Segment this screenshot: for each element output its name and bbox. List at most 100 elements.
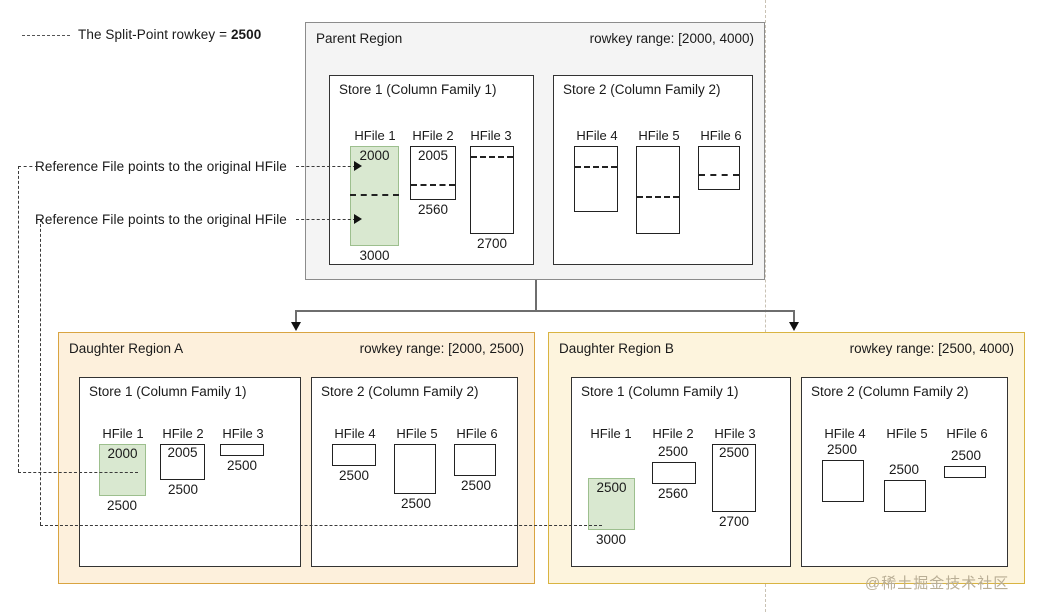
daughter-b-range: rowkey range: [2500, 4000) bbox=[849, 341, 1014, 356]
hfile-split-marker bbox=[575, 166, 617, 168]
reference-arrow-2-icon bbox=[354, 214, 362, 224]
parent-store-2[interactable]: Store 2 (Column Family 2) HFile 4 HFile … bbox=[553, 75, 753, 265]
hfile-bottom-value: 2500 bbox=[226, 458, 258, 473]
hfile-box[interactable] bbox=[470, 146, 514, 234]
parent-region-title: Parent Region bbox=[316, 31, 403, 46]
hfile-top-value: 2000 bbox=[359, 148, 390, 163]
hfile-label: HFile 2 bbox=[652, 426, 694, 441]
arrow-to-daughter-b-icon bbox=[788, 322, 799, 331]
hfile-box[interactable] bbox=[822, 460, 864, 502]
daughter-a-store-1-title: Store 1 (Column Family 1) bbox=[89, 384, 247, 399]
hfile-box[interactable] bbox=[394, 444, 436, 494]
hfile-bottom-value: 2500 bbox=[400, 496, 432, 511]
hfile-label: HFile 1 bbox=[590, 426, 632, 441]
reference-dash-1-to-parent bbox=[296, 166, 356, 167]
hfile-bottom-value: 3000 bbox=[359, 248, 390, 263]
hfile-top-value: 2500 bbox=[950, 448, 982, 463]
daughter-a-store-2[interactable]: Store 2 (Column Family 2) HFile 4 2500 H… bbox=[311, 377, 518, 567]
hfile-box[interactable] bbox=[698, 146, 740, 190]
split-connector-bar bbox=[295, 310, 795, 312]
hfile-box-reference[interactable] bbox=[350, 146, 399, 246]
parent-store-1-title: Store 1 (Column Family 1) bbox=[339, 82, 497, 97]
hfile-bottom-value: 2700 bbox=[476, 236, 508, 251]
reference-dash-1-vertical bbox=[18, 166, 19, 472]
split-connector-stem bbox=[535, 280, 537, 311]
hfile-top-value: 2500 bbox=[826, 442, 858, 457]
daughter-b-store-2-title: Store 2 (Column Family 2) bbox=[811, 384, 969, 399]
legend-dash-sample bbox=[22, 35, 70, 36]
hfile-label: HFile 5 bbox=[396, 426, 438, 441]
hfile-label: HFile 6 bbox=[946, 426, 988, 441]
daughter-region-b[interactable]: Daughter Region B rowkey range: [2500, 4… bbox=[548, 332, 1025, 584]
parent-store-2-title: Store 2 (Column Family 2) bbox=[563, 82, 721, 97]
hfile-top-value: 2500 bbox=[888, 462, 920, 477]
daughter-b-store-1-title: Store 1 (Column Family 1) bbox=[581, 384, 739, 399]
watermark: @稀土掘金技术社区 bbox=[865, 575, 1010, 592]
reference-dash-2-vertical bbox=[40, 219, 41, 525]
hfile-label: HFile 6 bbox=[700, 128, 742, 143]
hfile-label: HFile 2 bbox=[412, 128, 454, 143]
parent-store-1[interactable]: Store 1 (Column Family 1) HFile 1 2000 3… bbox=[329, 75, 534, 265]
reference-dash-1-to-daughter-a bbox=[18, 472, 138, 473]
hfile-top-value: 2000 bbox=[107, 446, 138, 461]
daughter-region-a[interactable]: Daughter Region A rowkey range: [2000, 2… bbox=[58, 332, 535, 584]
hfile-box[interactable] bbox=[160, 444, 205, 480]
parent-region-range: rowkey range: [2000, 4000) bbox=[589, 31, 754, 46]
hfile-top-value: 2005 bbox=[417, 148, 449, 163]
hfile-box-reference[interactable] bbox=[588, 478, 635, 530]
hfile-box[interactable] bbox=[944, 466, 986, 478]
daughter-b-store-2[interactable]: Store 2 (Column Family 2) HFile 4 2500 H… bbox=[801, 377, 1008, 567]
hfile-box-reference[interactable] bbox=[99, 444, 146, 496]
hfile-label: HFile 4 bbox=[576, 128, 618, 143]
daughter-a-range: rowkey range: [2000, 2500) bbox=[359, 341, 524, 356]
hfile-box[interactable] bbox=[652, 462, 696, 484]
hfile-bottom-value: 2560 bbox=[417, 202, 449, 217]
hfile-label: HFile 1 bbox=[354, 128, 396, 143]
reference-note-2: Reference File points to the original HF… bbox=[35, 212, 287, 227]
hfile-top-value: 2500 bbox=[718, 445, 750, 460]
hfile-box[interactable] bbox=[884, 480, 926, 512]
hfile-box[interactable] bbox=[712, 444, 756, 512]
hfile-top-value: 2500 bbox=[596, 480, 627, 495]
hfile-bottom-value: 3000 bbox=[595, 532, 627, 547]
hfile-label: HFile 3 bbox=[714, 426, 756, 441]
hfile-bottom-value: 2500 bbox=[460, 478, 492, 493]
hfile-bottom-value: 2500 bbox=[167, 482, 199, 497]
parent-region[interactable]: Parent Region rowkey range: [2000, 4000)… bbox=[305, 22, 765, 280]
hfile-label: HFile 4 bbox=[334, 426, 376, 441]
hfile-label: HFile 4 bbox=[824, 426, 866, 441]
arrow-to-daughter-a-icon bbox=[290, 322, 301, 331]
hfile-split-marker bbox=[471, 156, 513, 158]
hfile-label: HFile 5 bbox=[638, 128, 680, 143]
reference-dash-2-to-daughter-b bbox=[40, 525, 602, 526]
hfile-split-marker bbox=[411, 184, 455, 186]
hfile-split-marker bbox=[350, 194, 399, 196]
hfile-box[interactable] bbox=[574, 146, 618, 212]
legend-prefix: The Split-Point rowkey = bbox=[78, 27, 231, 42]
hfile-top-value: 2005 bbox=[167, 445, 198, 460]
daughter-a-title: Daughter Region A bbox=[69, 341, 184, 356]
hfile-box[interactable] bbox=[636, 146, 680, 234]
hfile-box[interactable] bbox=[410, 146, 456, 200]
reference-note-1: Reference File points to the original HF… bbox=[35, 159, 287, 174]
hfile-box[interactable] bbox=[454, 444, 496, 476]
hfile-bottom-value: 2700 bbox=[718, 514, 750, 529]
hfile-split-marker bbox=[699, 174, 739, 176]
reference-arrow-1-icon bbox=[354, 161, 362, 171]
legend-split-point-label: The Split-Point rowkey = 2500 bbox=[78, 27, 261, 42]
daughter-a-store-2-title: Store 2 (Column Family 2) bbox=[321, 384, 479, 399]
split-connector-left-drop bbox=[295, 310, 297, 324]
hfile-label: HFile 3 bbox=[222, 426, 264, 441]
hfile-label: HFile 2 bbox=[162, 426, 204, 441]
hfile-bottom-value: 2560 bbox=[657, 486, 689, 501]
legend-value: 2500 bbox=[230, 27, 262, 42]
split-point-guide-line bbox=[765, 0, 766, 612]
hfile-split-marker bbox=[637, 196, 679, 198]
hfile-label: HFile 3 bbox=[470, 128, 512, 143]
hfile-box[interactable] bbox=[332, 444, 376, 466]
hfile-label: HFile 5 bbox=[886, 426, 928, 441]
daughter-b-store-1[interactable]: Store 1 (Column Family 1) HFile 1 2500 3… bbox=[571, 377, 791, 567]
hfile-label: HFile 1 bbox=[102, 426, 144, 441]
hfile-box[interactable] bbox=[220, 444, 264, 456]
